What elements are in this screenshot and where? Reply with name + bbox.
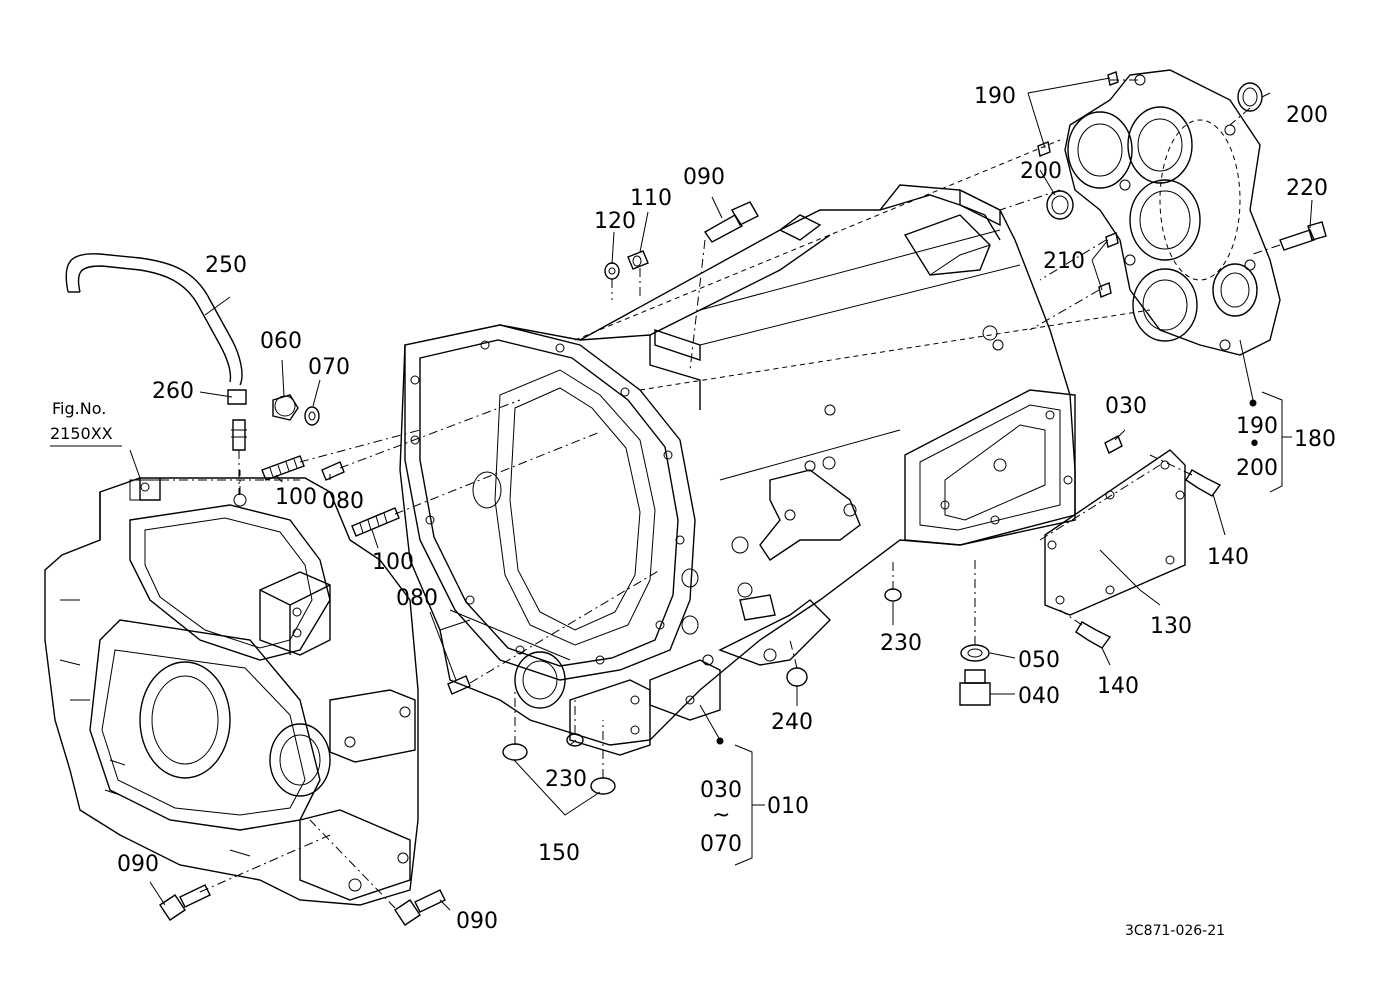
label-090-left: 090 xyxy=(117,852,159,877)
label-200-c: 200 xyxy=(1236,456,1278,481)
label-080-a: 080 xyxy=(322,489,364,514)
transmission-case-main xyxy=(399,184,1076,756)
label-060: 060 xyxy=(260,329,302,354)
side-cover xyxy=(1044,449,1186,616)
fig-no-label: Fig.No. xyxy=(52,399,106,418)
brackets xyxy=(734,391,1292,866)
label-150: 150 xyxy=(538,841,580,866)
part-labels: 250 060 070 260 100 080 100 080 120 110 … xyxy=(50,84,1336,939)
leader-lines xyxy=(129,77,1313,911)
label-200-b: 200 xyxy=(1020,159,1062,184)
label-080-b: 080 xyxy=(396,586,438,611)
rear-cover xyxy=(1064,69,1281,356)
label-260: 260 xyxy=(152,379,194,404)
label-180: 180 xyxy=(1294,427,1336,452)
label-100-a: 100 xyxy=(275,485,317,510)
label-090-top: 090 xyxy=(683,165,725,190)
label-050: 050 xyxy=(1018,648,1060,673)
label-070-a: 070 xyxy=(308,355,350,380)
dot-180-set xyxy=(1249,399,1257,407)
label-090-bottom: 090 xyxy=(456,909,498,934)
hose-250 xyxy=(65,253,247,495)
label-190-a: 190 xyxy=(974,84,1016,109)
label-130: 130 xyxy=(1150,614,1192,639)
label-140-a: 140 xyxy=(1207,545,1249,570)
label-070-b: 070 xyxy=(700,832,742,857)
label-030-a: 030 xyxy=(700,778,742,803)
dot-010-set xyxy=(716,737,724,745)
label-200-a: 200 xyxy=(1286,103,1328,128)
label-240: 240 xyxy=(771,710,813,735)
label-010: 010 xyxy=(767,794,809,819)
small-parts xyxy=(159,71,1327,926)
label-120: 120 xyxy=(594,209,636,234)
label-230-a: 230 xyxy=(545,767,587,792)
label-040: 040 xyxy=(1018,684,1060,709)
drawing-code: 3C871-026-21 xyxy=(1125,923,1225,939)
label-210: 210 xyxy=(1043,249,1085,274)
label-190-b: 190 xyxy=(1236,414,1278,439)
label-220: 220 xyxy=(1286,176,1328,201)
label-250: 250 xyxy=(205,253,247,278)
label-230-b: 230 xyxy=(880,631,922,656)
range-symbol: ~ xyxy=(712,803,730,828)
label-100-b: 100 xyxy=(372,550,414,575)
label-110: 110 xyxy=(630,186,672,211)
fig-no-value: 2150XX xyxy=(50,424,113,443)
label-140-b: 140 xyxy=(1097,674,1139,699)
clutch-housing-left xyxy=(44,477,419,906)
set-dot: • xyxy=(1248,432,1261,457)
label-030-b: 030 xyxy=(1105,394,1147,419)
